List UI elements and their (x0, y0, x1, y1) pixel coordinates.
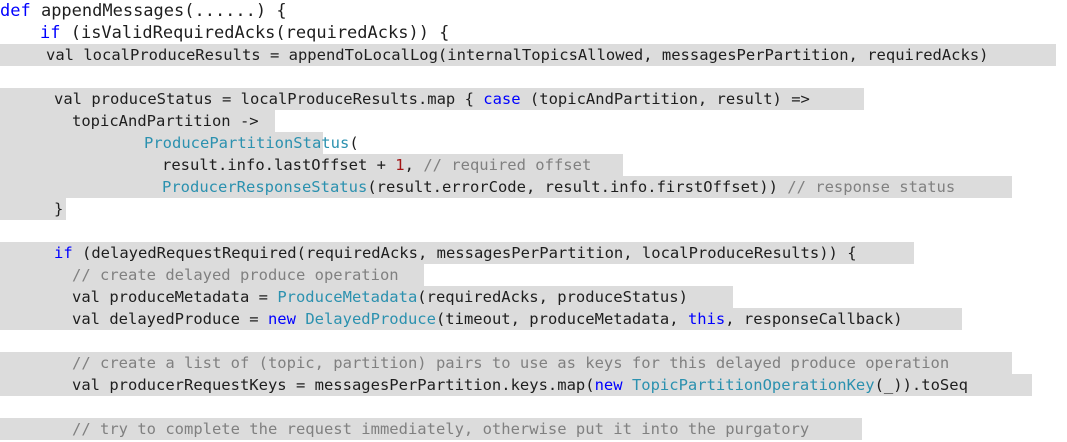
line-highlight (0, 110, 275, 132)
code-line: val produceStatus = localProduceResults.… (54, 88, 810, 110)
keyword-token: if (40, 23, 61, 43)
code-line: // create delayed produce operation (72, 264, 399, 286)
line-highlight (0, 132, 323, 154)
code-line: ProducerResponseStatus(result.errorCode,… (162, 176, 955, 198)
line-highlight (0, 242, 914, 264)
keyword-token: if (54, 244, 73, 262)
code-token: (isValidRequiredAcks(requiredAcks)) { (60, 23, 450, 43)
comment-token: // response status (787, 178, 956, 196)
code-token: (timeout, produceMetadata, (435, 310, 688, 328)
line-highlight (0, 374, 1032, 396)
code-token: appendMessages(......) { (30, 1, 287, 21)
code-line: if (isValidRequiredAcks(requiredAcks)) { (40, 22, 449, 44)
keyword-token: this (687, 310, 726, 328)
type-token: TopicPartitionOperationKey (631, 376, 875, 394)
code-line: topicAndPartition -> (72, 110, 259, 132)
code-token: val producerRequestKeys = messagesPerPar… (72, 376, 595, 394)
code-token: ( (349, 134, 359, 152)
code-line: ProducePartitionStatus( (144, 132, 359, 154)
comment-token: // required offset (423, 156, 592, 174)
line-highlight (0, 198, 66, 220)
code-line: // try to complete the request immediate… (72, 418, 809, 440)
code-token: topicAndPartition -> (72, 112, 259, 130)
line-highlight (0, 308, 962, 330)
keyword-token: def (0, 1, 31, 21)
code-token: val delayedProduce = (72, 310, 268, 328)
line-highlight (0, 352, 1012, 374)
line-highlight (0, 264, 424, 286)
code-token: (requiredAcks, produceStatus) (417, 288, 688, 306)
code-token: val localProduceResults = appendToLocalL… (46, 46, 989, 64)
code-line: result.info.lastOffset + 1, // required … (162, 154, 591, 176)
code-token: (delayedRequestRequired(requiredAcks, me… (72, 244, 857, 262)
type-token: DelayedProduce (305, 310, 436, 328)
number-token: 1 (395, 156, 405, 174)
code-token: (_)).toSeq (874, 376, 968, 394)
line-highlight (0, 418, 862, 440)
code-line: // create a list of (topic, partition) p… (72, 352, 949, 374)
line-highlight (0, 44, 1056, 66)
comment-token: // create a list of (topic, partition) p… (72, 354, 950, 372)
keyword-token: new (594, 376, 623, 394)
line-highlight (0, 88, 864, 110)
code-token: , responseCallback) (725, 310, 903, 328)
code-token: } (54, 200, 64, 218)
keyword-token: new (267, 310, 296, 328)
code-line: if (delayedRequestRequired(requiredAcks,… (54, 242, 857, 264)
code-token: , (404, 156, 424, 174)
code-token: result.info.lastOffset + (162, 156, 396, 174)
code-line: val localProduceResults = appendToLocalL… (46, 44, 989, 66)
code-token (296, 310, 305, 328)
type-token: ProducePartitionStatus (144, 134, 350, 152)
line-highlight (0, 154, 623, 176)
code-line: } (54, 198, 63, 220)
comment-token: // create delayed produce operation (72, 266, 399, 284)
comment-token: // try to complete the request immediate… (72, 420, 810, 438)
code-line: val delayedProduce = new DelayedProduce(… (72, 308, 903, 330)
code-token: val produceMetadata = (72, 288, 278, 306)
keyword-token: case (483, 90, 521, 108)
type-token: ProducerResponseStatus (162, 178, 368, 196)
code-line: def appendMessages(......) { (0, 0, 287, 22)
code-token (623, 376, 632, 394)
code-token: val produceStatus = localProduceResults.… (54, 90, 484, 108)
code-token: (result.errorCode, result.info.firstOffs… (367, 178, 788, 196)
line-highlight (0, 286, 733, 308)
code-token: (topicAndPartition, result) => (520, 90, 810, 108)
code-line: val produceMetadata = ProduceMetadata(re… (72, 286, 688, 308)
line-highlight (0, 176, 1012, 198)
code-line: val producerRequestKeys = messagesPerPar… (72, 374, 968, 396)
type-token: ProduceMetadata (277, 288, 418, 306)
